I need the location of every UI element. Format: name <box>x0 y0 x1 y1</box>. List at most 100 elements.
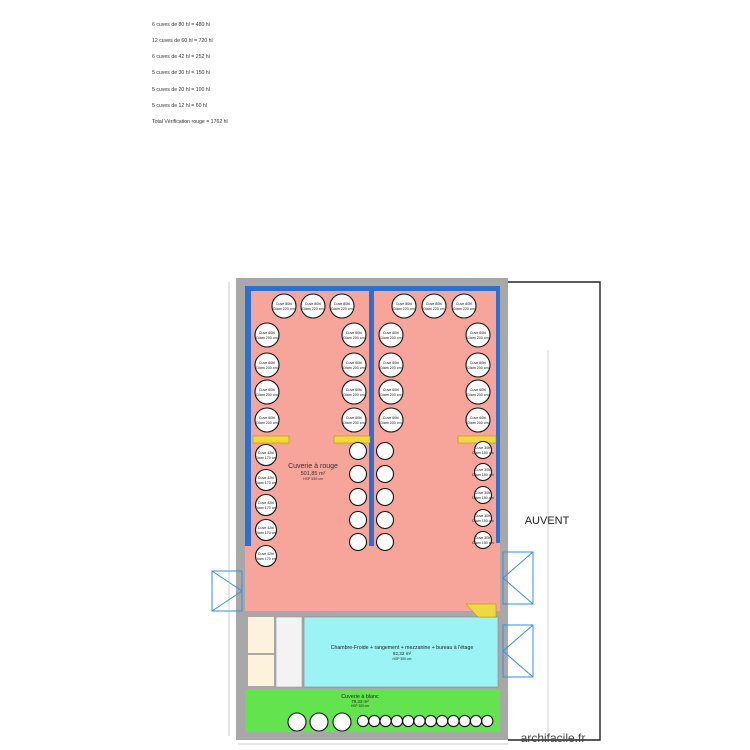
tank[interactable] <box>348 464 368 484</box>
cuverie-blanc-area: 79,33 m² <box>351 699 369 704</box>
door-right-bottom[interactable] <box>502 624 534 678</box>
tank-circle <box>391 293 417 319</box>
tank-label: Cuve 42hl <box>258 476 274 480</box>
tank[interactable] <box>348 510 368 530</box>
tank-circle <box>473 462 493 482</box>
tank[interactable] <box>356 714 370 728</box>
tank[interactable] <box>424 714 437 728</box>
chambre-froide-room[interactable] <box>303 616 499 688</box>
tank-label: Diam 150 cm <box>472 496 493 500</box>
tank[interactable] <box>447 714 460 728</box>
tank[interactable] <box>390 714 404 728</box>
tank[interactable] <box>375 532 395 552</box>
tank[interactable] <box>379 714 392 728</box>
note-line: 5 cuves de 12 hl = 60 hl <box>152 102 207 109</box>
tank-label: Diam 170 cm <box>255 456 276 460</box>
tank-circle <box>378 379 404 405</box>
tank[interactable] <box>435 714 449 728</box>
tank[interactable] <box>375 487 395 507</box>
door-left[interactable] <box>211 570 243 612</box>
tank[interactable] <box>481 714 494 728</box>
tank[interactable] <box>287 712 307 732</box>
tank[interactable] <box>375 464 395 484</box>
tank[interactable] <box>413 714 426 728</box>
tank[interactable] <box>348 487 368 507</box>
tank-label: Diam 220 cm <box>273 307 294 311</box>
tank-label: Diam 200 cm <box>256 393 277 397</box>
tank-circle <box>465 352 491 378</box>
passage-room[interactable] <box>248 655 274 686</box>
note-line: 6 cuves de 80 hl = 480 hl <box>152 21 210 28</box>
tank[interactable] <box>458 714 471 728</box>
tank-circle <box>254 468 278 492</box>
tank[interactable] <box>348 441 368 461</box>
tank-circle <box>402 714 415 728</box>
tank-circle <box>348 441 368 461</box>
tank-label: Diam 220 cm <box>393 307 414 311</box>
tank[interactable] <box>348 532 368 552</box>
tank[interactable] <box>332 712 352 732</box>
auvent-outline <box>508 281 601 741</box>
tank-circle <box>481 714 494 728</box>
tank-label: Cuve 60hl <box>383 416 399 420</box>
tank-label: Diam 200 cm <box>467 336 488 340</box>
blue-strip-top <box>245 286 500 291</box>
tank-circle <box>421 293 447 319</box>
tank[interactable] <box>309 712 329 732</box>
tank-label: Cuve 42hl <box>258 501 274 505</box>
tank-circle <box>356 714 370 728</box>
tank[interactable] <box>368 714 381 728</box>
tank-label: Cuve 60hl <box>470 388 486 392</box>
tank-circle <box>465 322 491 348</box>
auvent-label: AUVENT <box>525 515 570 527</box>
tank-label: Diam 200 cm <box>343 336 364 340</box>
sas-room[interactable] <box>248 617 274 653</box>
tank-label: Diam 150 cm <box>472 451 493 455</box>
tank-circle <box>329 293 355 319</box>
tank-circle <box>375 487 395 507</box>
tank[interactable] <box>375 510 395 530</box>
tank[interactable] <box>469 714 483 728</box>
tank-label: Diam 200 cm <box>343 393 364 397</box>
tank-circle <box>287 712 307 732</box>
tank[interactable] <box>375 441 395 461</box>
tank-circle <box>375 441 395 461</box>
tank[interactable] <box>402 714 415 728</box>
tank-label: Diam 200 cm <box>343 366 364 370</box>
tank-label: Cuve 80hl <box>456 302 472 306</box>
door-right-top[interactable] <box>502 551 534 605</box>
blue-strip-mid-2 <box>496 291 500 543</box>
